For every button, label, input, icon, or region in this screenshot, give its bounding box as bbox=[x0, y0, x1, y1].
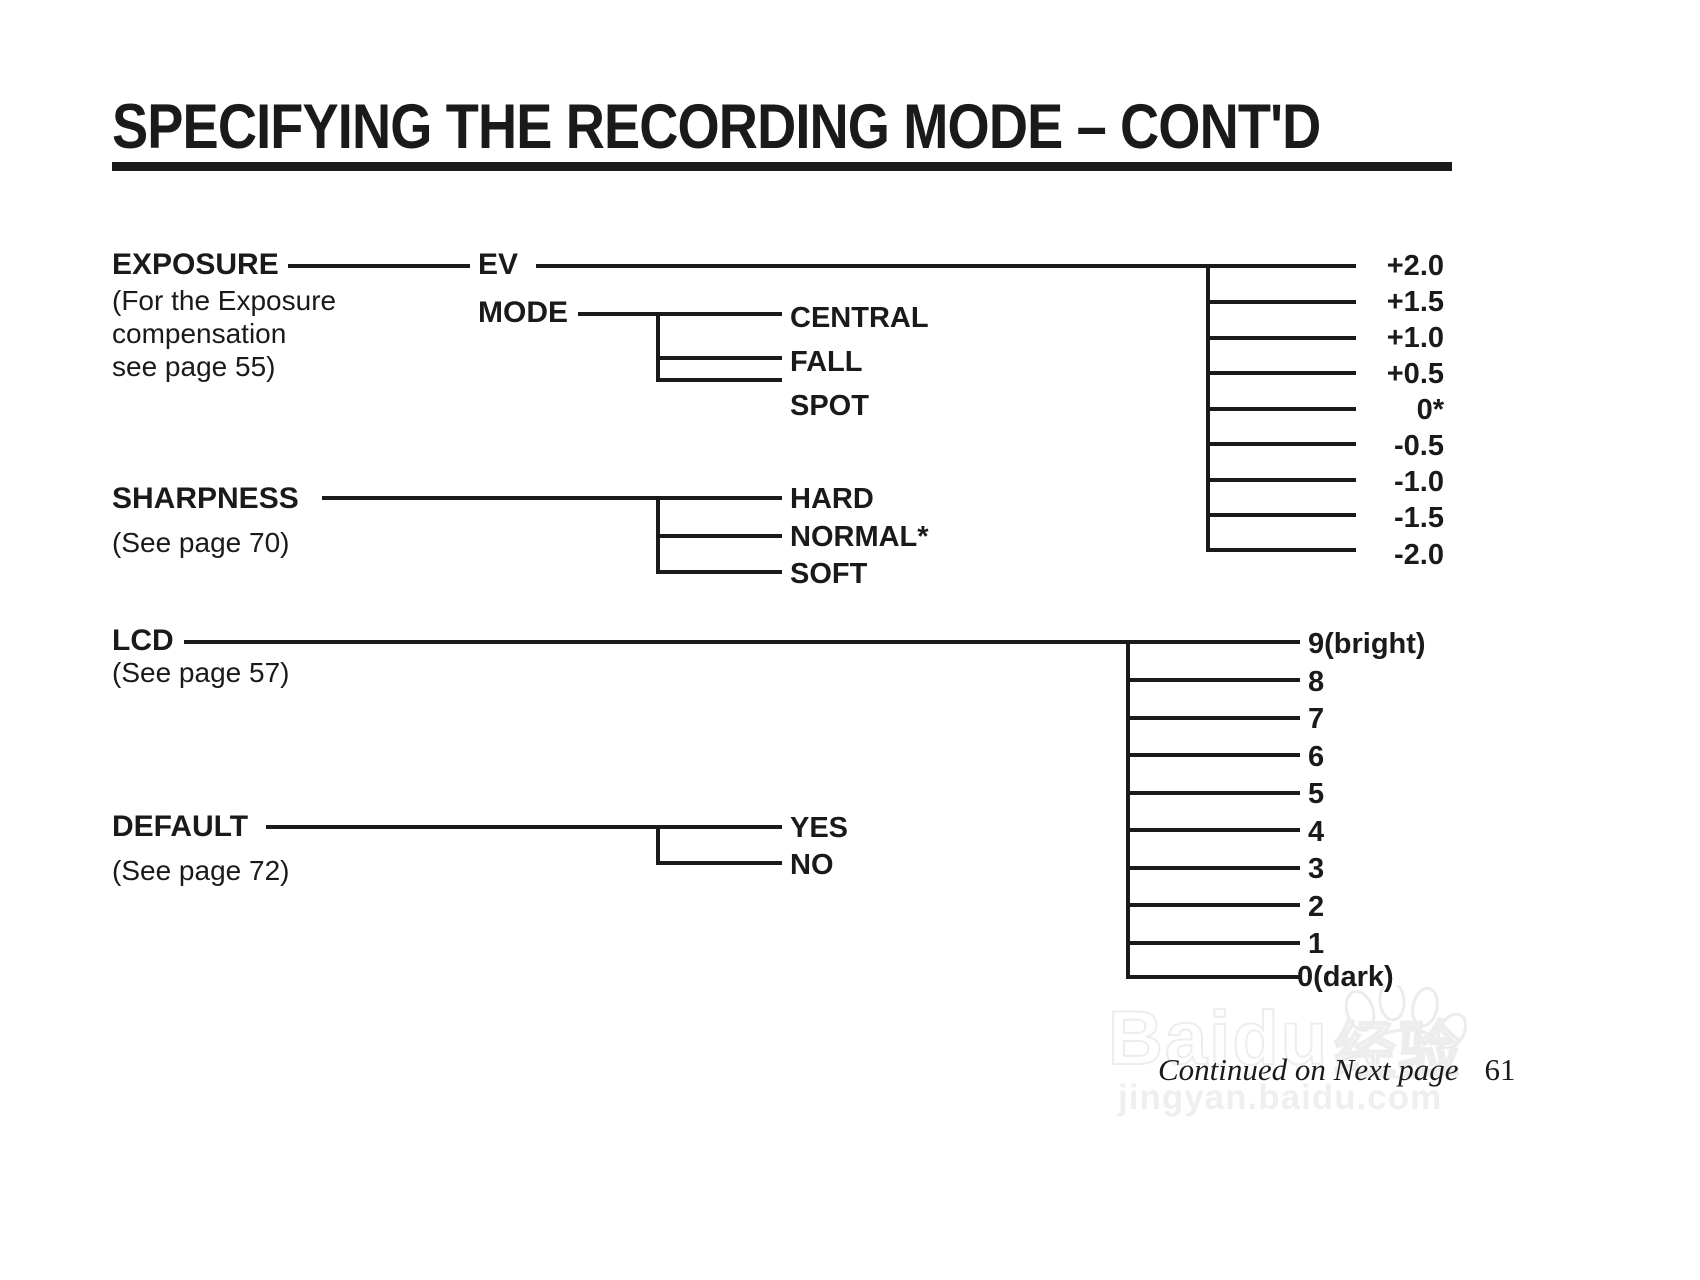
connector-lcd-1 bbox=[1126, 941, 1300, 945]
connector-ev-7 bbox=[1206, 513, 1356, 517]
section-label-lcd: LCD bbox=[112, 624, 174, 657]
section-label-sharpness: SHARPNESS bbox=[112, 482, 299, 515]
option-sharpness-normal[interactable]: NORMAL* bbox=[790, 521, 929, 553]
connector-mode-bracket bbox=[656, 312, 660, 380]
option-ev-plus1-5[interactable]: +1.5 bbox=[1386, 286, 1444, 318]
section-note-sharpness: (See page 70) bbox=[112, 527, 290, 558]
connector-ev-3 bbox=[1206, 371, 1356, 375]
option-ev-minus1-5[interactable]: -1.5 bbox=[1394, 502, 1444, 534]
connector-ev-5 bbox=[1206, 442, 1356, 446]
connector-mode-fall bbox=[656, 356, 782, 360]
connector-default-bracket bbox=[656, 825, 660, 865]
connector-lcd-0 bbox=[1126, 975, 1300, 979]
section-label-default: DEFAULT bbox=[112, 810, 249, 843]
connector-lcd-8 bbox=[1126, 678, 1300, 682]
option-ev-plus2[interactable]: +2.0 bbox=[1386, 250, 1444, 282]
connector-exposure-trunk bbox=[288, 264, 470, 268]
option-lcd-0[interactable]: 0(dark) bbox=[1297, 961, 1394, 993]
option-lcd-1[interactable]: 1 bbox=[1308, 928, 1325, 960]
page-number: 61 bbox=[1484, 1052, 1516, 1087]
option-sharpness-hard[interactable]: HARD bbox=[790, 483, 874, 515]
connector-ev-0 bbox=[1206, 264, 1356, 268]
connector-ev-4 bbox=[1206, 407, 1356, 411]
connector-lcd-6 bbox=[1126, 753, 1300, 757]
connector-ev-2 bbox=[1206, 336, 1356, 340]
connector-ev-6 bbox=[1206, 478, 1356, 482]
connector-sharpness-soft bbox=[656, 570, 782, 574]
connector-ev-1 bbox=[1206, 300, 1356, 304]
option-lcd-7[interactable]: 7 bbox=[1308, 703, 1325, 735]
page-title: SPECIFYING THE RECORDING MODE – CONT'D bbox=[112, 92, 1321, 162]
page-title-block: SPECIFYING THE RECORDING MODE – CONT'D bbox=[112, 92, 1452, 171]
connector-mode-central bbox=[656, 312, 782, 316]
option-mode-fall[interactable]: FALL bbox=[790, 346, 863, 378]
connector-default-no bbox=[656, 861, 782, 865]
section-note-default: (See page 72) bbox=[112, 855, 290, 886]
connector-lcd-bracket bbox=[1126, 640, 1130, 978]
option-ev-minus0-5[interactable]: -0.5 bbox=[1394, 430, 1444, 462]
connector-lcd-5 bbox=[1126, 791, 1300, 795]
footer: Continued on Next page 61 bbox=[1158, 1052, 1515, 1088]
option-mode-central[interactable]: CENTRAL bbox=[790, 302, 929, 334]
node-label-mode: MODE bbox=[478, 296, 568, 329]
option-default-no[interactable]: NO bbox=[790, 849, 834, 881]
connector-lcd-3 bbox=[1126, 866, 1300, 870]
connector-ev-trunk bbox=[536, 264, 1308, 268]
connector-lcd-7 bbox=[1126, 716, 1300, 720]
option-lcd-5[interactable]: 5 bbox=[1308, 778, 1325, 810]
option-default-yes[interactable]: YES bbox=[790, 812, 849, 844]
option-ev-minus1[interactable]: -1.0 bbox=[1394, 466, 1444, 498]
option-lcd-4[interactable]: 4 bbox=[1308, 816, 1325, 848]
footer-continued-note: Continued on Next page bbox=[1158, 1052, 1459, 1087]
option-sharpness-soft[interactable]: SOFT bbox=[790, 558, 868, 590]
option-lcd-9[interactable]: 9(bright) bbox=[1308, 628, 1426, 660]
connector-sharpness-trunk bbox=[322, 496, 782, 500]
connector-sharpness-normal bbox=[656, 534, 782, 538]
option-lcd-8[interactable]: 8 bbox=[1308, 666, 1325, 698]
connector-ev-8 bbox=[1206, 548, 1356, 552]
option-ev-minus2[interactable]: -2.0 bbox=[1394, 539, 1444, 571]
option-ev-zero[interactable]: 0* bbox=[1416, 394, 1444, 426]
section-note-exposure: (For the Exposure compensation see page … bbox=[112, 285, 337, 383]
option-lcd-2[interactable]: 2 bbox=[1308, 891, 1325, 923]
connector-mode-trunk bbox=[578, 312, 712, 316]
option-lcd-3[interactable]: 3 bbox=[1308, 853, 1325, 885]
connector-lcd-trunk bbox=[184, 640, 1300, 644]
connector-lcd-2 bbox=[1126, 903, 1300, 907]
title-underline bbox=[112, 162, 1452, 171]
connector-ev-bracket bbox=[1206, 264, 1210, 548]
connector-default-trunk bbox=[266, 825, 782, 829]
option-ev-plus1[interactable]: +1.0 bbox=[1386, 322, 1444, 354]
option-mode-spot[interactable]: SPOT bbox=[790, 390, 869, 422]
section-label-exposure: EXPOSURE bbox=[112, 248, 279, 281]
option-lcd-6[interactable]: 6 bbox=[1308, 741, 1325, 773]
connector-lcd-4 bbox=[1126, 828, 1300, 832]
option-ev-plus0-5[interactable]: +0.5 bbox=[1386, 358, 1444, 390]
section-note-lcd: (See page 57) bbox=[112, 657, 290, 688]
node-label-ev: EV bbox=[478, 248, 519, 281]
connector-mode-spot bbox=[656, 378, 782, 382]
